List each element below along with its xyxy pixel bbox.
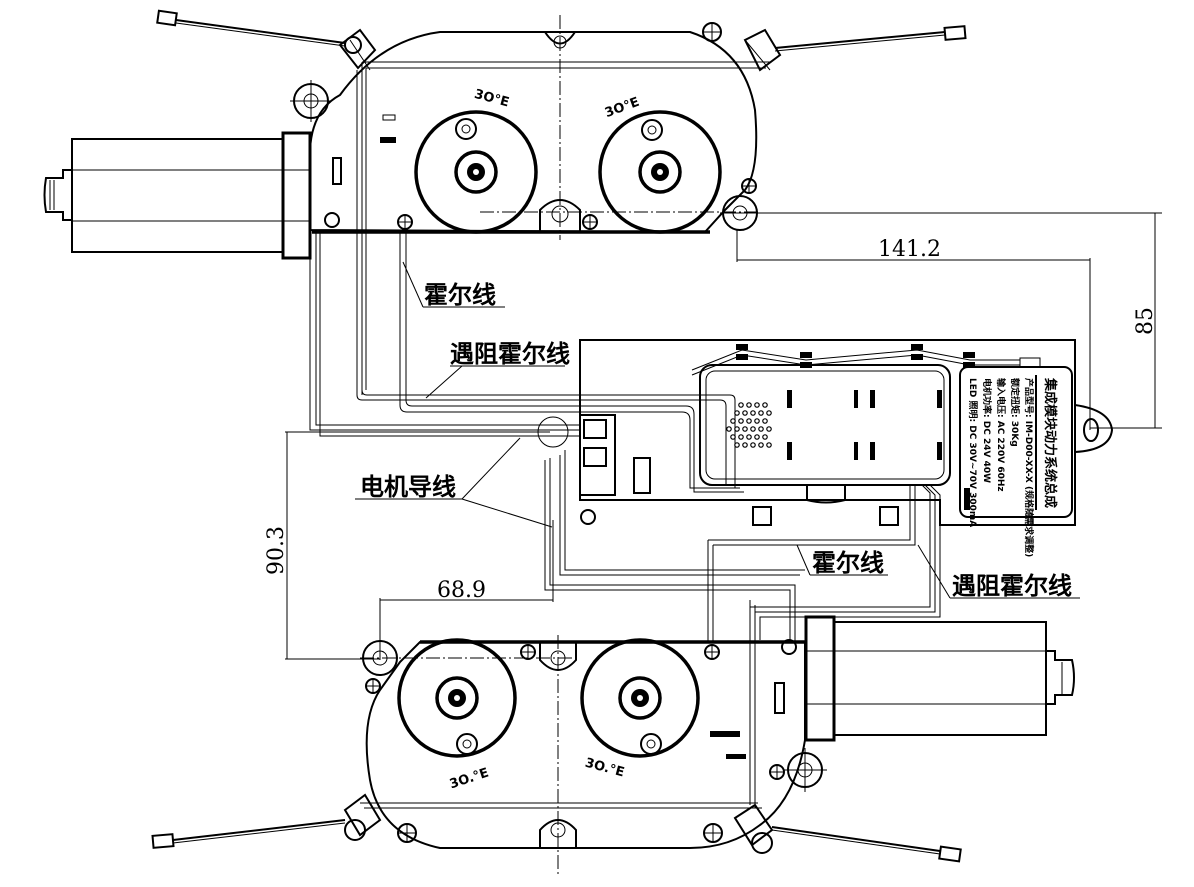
speaker-hole: [758, 410, 764, 416]
led-slots: [787, 390, 942, 460]
speaker-hole: [742, 410, 748, 416]
usb-port: [806, 484, 846, 504]
top-reel-right: [598, 110, 722, 234]
top-left-antenna: [156, 9, 346, 47]
speaker-hole: [754, 434, 760, 440]
top-boss-center: [539, 199, 581, 232]
speaker-hole: [750, 426, 756, 432]
speaker-hole: [750, 410, 756, 416]
top-gearbox-assembly: 3O°E 3O°E: [43, 9, 967, 395]
top-right-antenna: [774, 25, 967, 52]
bottom-right-emboss: 3O.°E: [583, 756, 626, 781]
callout-blocking-hall-top: 遇阻霍尔线: [450, 339, 570, 368]
speaker-hole: [754, 402, 760, 408]
speaker-hole: [726, 426, 732, 432]
speaker-hole: [746, 418, 752, 424]
bottom-right-lug: [783, 748, 827, 792]
speaker-hole: [758, 426, 764, 432]
speaker-hole: [742, 442, 748, 448]
bottom-left-antenna: [151, 819, 346, 849]
speaker-hole: [766, 426, 772, 432]
dim-85-label: 85: [1133, 307, 1158, 335]
speaker-grille: [726, 402, 772, 448]
speaker-hole: [738, 434, 744, 440]
nameplate-line-5: LED 照明: DC 30V~70V 300mA: [967, 378, 978, 527]
nameplate-line-2: 额定扭矩: 30Kg: [1009, 378, 1021, 447]
top-boss-top: [544, 31, 576, 49]
nameplate-line-1: 产品型号: IM-D00-XX-X (规格随需求调整): [1023, 378, 1035, 557]
bottom-reel-left: [397, 638, 517, 758]
speaker-hole: [762, 434, 768, 440]
speaker-hole: [754, 418, 760, 424]
bottom-boss-top: [539, 642, 577, 671]
wire-harness: [309, 70, 941, 642]
dimension-lines: [285, 212, 1162, 660]
bottom-reel-right: [580, 638, 700, 758]
top-left-emboss: 3O°E: [473, 87, 511, 111]
bottom-right-antenna: [771, 826, 962, 863]
dim-90-label: 90.3: [264, 526, 289, 575]
bottom-left-emboss: 3O.°E: [448, 766, 491, 793]
speaker-hole: [742, 426, 748, 432]
nameplate: 集成模块动力系统总成 产品型号: IM-D00-XX-X (规格随需求调整) 额…: [959, 366, 1073, 557]
callout-leaders: [355, 261, 1080, 599]
top-left-lug: [290, 80, 332, 122]
bottom-gearbox-assembly: 3O.°E 3O.°E: [151, 600, 1075, 875]
bottom-screws: [365, 639, 797, 843]
bottom-motor: [804, 615, 1075, 742]
speaker-hole: [738, 418, 744, 424]
bottom-housing: [365, 641, 806, 849]
callout-hall-bottom: 霍尔线: [812, 548, 884, 577]
nameplate-title: 集成模块动力系统总成: [1042, 377, 1058, 508]
bottom-boss-bottom: [539, 819, 577, 848]
nameplate-line-3: 输入电压: AC 220V 60Hz: [995, 378, 1007, 492]
callout-blocking-hall-bottom: 遇阻霍尔线: [952, 571, 1072, 600]
top-reel-left: [414, 110, 538, 234]
dim-68-label: 68.9: [437, 578, 486, 603]
top-screws: [324, 22, 757, 230]
control-module: 集成模块动力系统总成 产品型号: IM-D00-XX-X (规格随需求调整) 额…: [537, 339, 1114, 557]
speaker-hole: [766, 442, 772, 448]
top-motor: [43, 131, 312, 260]
speaker-hole: [762, 418, 768, 424]
speaker-hole: [762, 402, 768, 408]
nameplate-line-4: 电机功率: DC 24V 40W: [981, 378, 993, 483]
speaker-hole: [746, 434, 752, 440]
top-housing: [309, 31, 758, 234]
speaker-hole: [750, 442, 756, 448]
speaker-hole: [738, 402, 744, 408]
callout-motor-lead: 电机导线: [360, 472, 456, 501]
speaker-hole: [766, 410, 772, 416]
callout-hall-top: 霍尔线: [424, 280, 496, 309]
dim-141-label: 141.2: [878, 237, 941, 262]
speaker-hole: [758, 442, 764, 448]
speaker-hole: [746, 402, 752, 408]
